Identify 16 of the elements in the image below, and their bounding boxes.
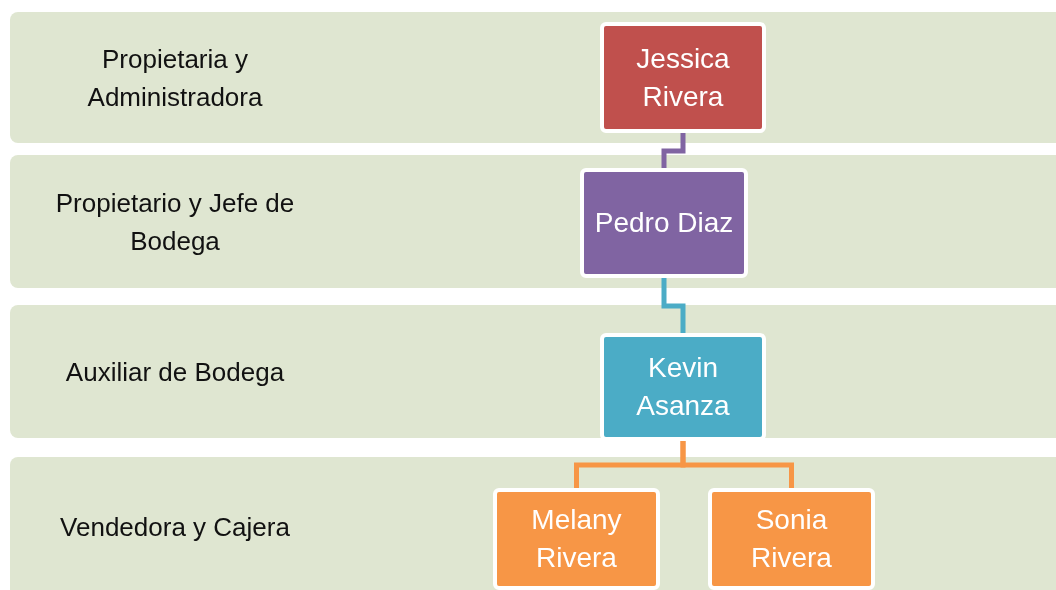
person-box: Jessica Rivera — [600, 22, 766, 133]
person-box: Pedro Diaz — [580, 168, 748, 278]
connector-line — [680, 441, 794, 488]
level-band — [10, 457, 1056, 590]
role-label: Propietaria y Administradora — [86, 42, 264, 114]
level-band — [10, 305, 1056, 438]
person-box: Melany Rivera — [493, 488, 660, 590]
connector-line — [661, 278, 686, 333]
role-label: Vendedora y Cajera — [60, 511, 290, 544]
person-box: Sonia Rivera — [708, 488, 875, 590]
role-label: Propietario y Jefe de Bodega — [54, 186, 296, 258]
connector-line — [661, 133, 686, 168]
level-band — [10, 12, 1056, 143]
person-box: Kevin Asanza — [600, 333, 766, 441]
role-label: Auxiliar de Bodega — [65, 355, 285, 389]
level-band — [10, 155, 1056, 288]
